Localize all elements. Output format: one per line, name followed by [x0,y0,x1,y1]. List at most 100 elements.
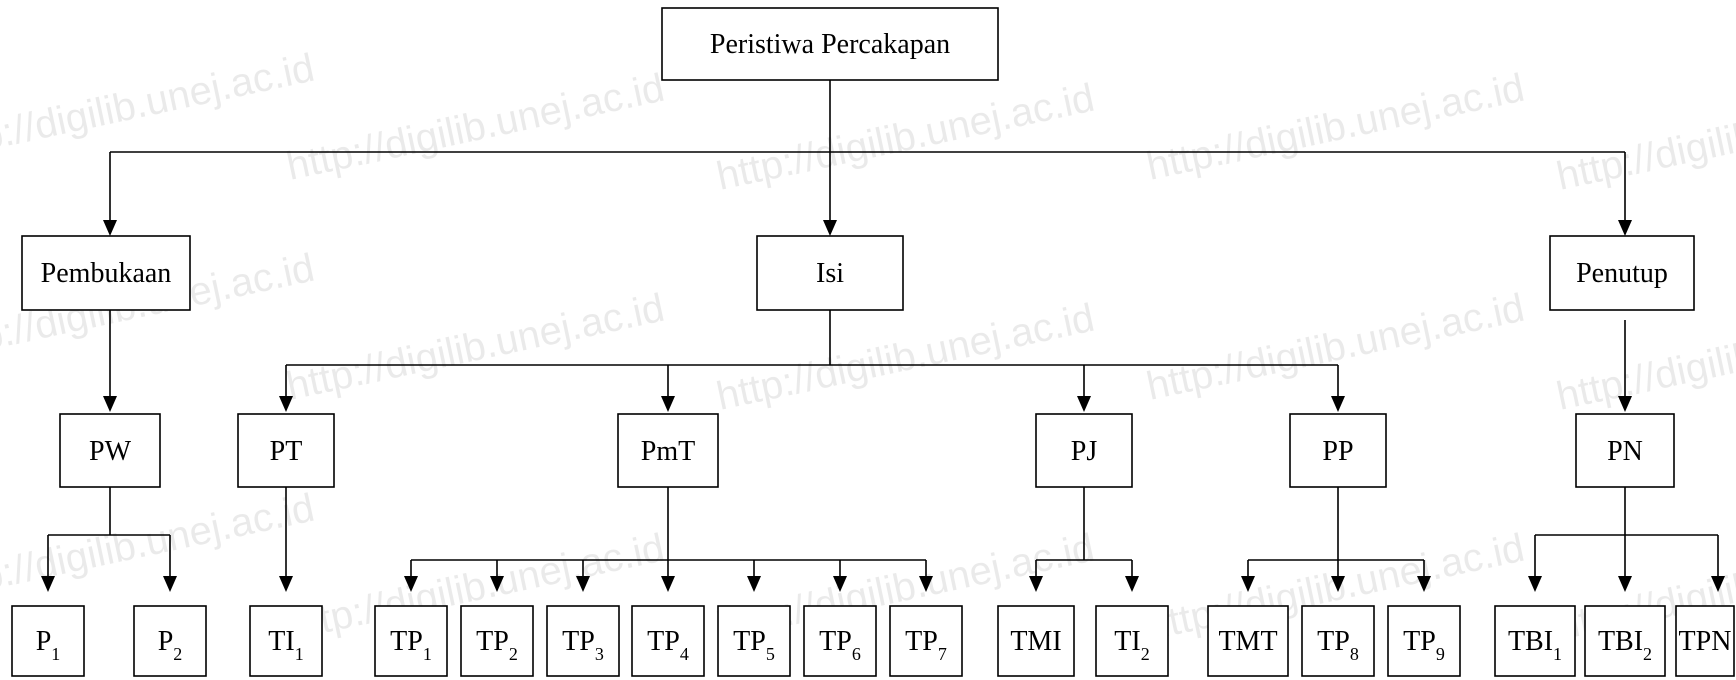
node-pn: PN [1575,413,1675,488]
arrowhead [163,576,177,592]
connector-pj-split [1035,487,1133,578]
watermark-text: http://digilib.unej.ac.id [713,296,1098,419]
node-leaf-tp3: TP3 [546,605,620,677]
arrowhead [1331,576,1345,592]
node-leaf-tbi2: TBI2 [1584,605,1666,677]
node-leaf-label: TPN [1679,626,1732,657]
watermark-text: http://digilib.unej.ac.id [0,46,318,169]
node-leaf-p1: P1 [11,605,85,677]
arrowhead [1618,396,1632,412]
arrowhead [661,396,675,412]
arrowhead [1417,576,1431,592]
node-pj: PJ [1035,413,1133,488]
node-leaf-label: TI1 [268,626,303,664]
node-pembukaan: Pembukaan [21,235,191,311]
node-leaf-label: TP5 [733,626,775,664]
node-leaf-label: TMI [1010,626,1061,657]
arrowhead [919,576,933,592]
arrowhead [1711,576,1725,592]
node-isi-label: Isi [816,258,844,289]
arrowhead [1528,576,1542,592]
arrowhead [576,576,590,592]
arrowhead [279,576,293,592]
node-leaf-label: TP2 [476,626,518,664]
arrowhead [1077,396,1091,412]
node-leaf-tp7: TP7 [889,605,963,677]
node-pt-label: PT [270,436,303,467]
node-pw: PW [59,413,161,488]
node-penutup-label: Penutup [1576,258,1668,289]
connector-pmt-split [410,487,927,578]
watermark-text: http://digilib.unej.ac.id [713,76,1098,199]
node-leaf-tp4: TP4 [631,605,705,677]
node-pn-label: PN [1607,436,1643,467]
node-pp-label: PP [1322,436,1353,467]
node-leaf-tp9: TP9 [1387,605,1461,677]
node-leaf-label: TI2 [1114,626,1149,664]
node-root: Peristiwa Percakapan [661,7,999,81]
arrowhead [279,396,293,412]
arrowhead [747,576,761,592]
watermark: http://digilib.unej.ac.id http://digilib… [0,46,1736,649]
arrowheads [41,220,1725,592]
arrowhead [1618,576,1632,592]
node-leaf-label: TP8 [1317,626,1359,664]
node-penutup: Penutup [1549,235,1695,311]
arrowhead [661,576,675,592]
arrowhead [833,576,847,592]
node-leaf-p2: P2 [133,605,207,677]
node-leaf-ti1: TI1 [249,605,323,677]
arrowhead [1331,396,1345,412]
node-pmt-label: PmT [641,436,695,467]
node-leaf-tmi: TMI [997,605,1075,677]
node-leaf-label: TP1 [390,626,432,664]
arrowhead [1125,576,1139,592]
arrowhead [823,220,837,236]
node-isi: Isi [756,235,904,311]
arrowhead [1029,576,1043,592]
arrowhead [1241,576,1255,592]
watermark-text: http://digilib.unej.ac.id [283,66,668,189]
arrowhead [490,576,504,592]
connector-pp-split [1247,487,1425,578]
arrowhead [41,576,55,592]
connector-pn-split [1534,487,1719,578]
arrowhead [1618,220,1632,236]
watermark-text: http://digilib.unej.ac.id [1553,76,1736,199]
node-leaf-tp8: TP8 [1301,605,1375,677]
node-pt: PT [237,413,335,488]
arrowhead [103,396,117,412]
node-leaf-tpn: TPN [1675,605,1735,677]
node-leaf-tbi1: TBI1 [1494,605,1576,677]
watermark-text: http://digilib.unej.ac.id [1553,296,1736,419]
node-leaf-label: TBI1 [1508,626,1562,664]
connectors [47,80,1719,578]
arrowhead [103,220,117,236]
node-leaf-label: TMT [1218,626,1277,657]
watermark-text: http://digilib.unej.ac.id [1143,286,1528,409]
node-pj-label: PJ [1071,436,1098,467]
node-leaf-tp2: TP2 [460,605,534,677]
node-leaf-tmt: TMT [1207,605,1289,677]
connector-pw-split [47,487,171,578]
node-pembukaan-label: Pembukaan [41,258,172,289]
node-leaf-label: P2 [158,626,183,664]
node-leaf-ti2: TI2 [1095,605,1169,677]
node-leaf-label: TP3 [562,626,604,664]
arrowhead [404,576,418,592]
node-leaf-label: TP6 [819,626,861,664]
node-leaf-label: TBI2 [1598,626,1652,664]
node-leaf-label: TP7 [905,626,947,664]
node-leaf-label: P1 [36,626,61,664]
node-leaf-tp6: TP6 [803,605,877,677]
node-root-label: Peristiwa Percakapan [710,29,950,60]
node-pw-label: PW [89,436,132,467]
node-leaf-label: TP4 [647,626,689,664]
watermark-text: http://digilib.unej.ac.id [1143,66,1528,189]
node-leaf-tp1: TP1 [374,605,448,677]
node-pmt: PmT [617,413,719,488]
connector-isi-split [285,310,1339,398]
watermark-text: http://digilib.unej.ac.id [283,286,668,409]
node-pp: PP [1289,413,1387,488]
